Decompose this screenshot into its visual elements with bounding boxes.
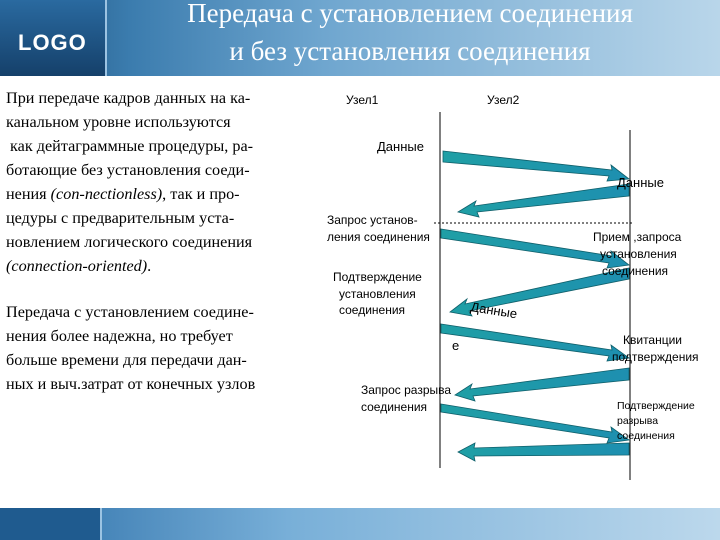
arrow-final bbox=[457, 442, 630, 462]
label-conn-request-2: ления соединения bbox=[327, 230, 430, 244]
paragraph-protocols: При передаче кадров данных на ка- каналь… bbox=[6, 89, 254, 275]
label-stray-char: е bbox=[452, 338, 459, 353]
label-receipt-1: Квитанции bbox=[623, 333, 682, 347]
label-accept-1: Прием ,запроса bbox=[593, 230, 682, 244]
arrow-data-1 bbox=[442, 150, 631, 182]
label-confirm-3: соединения bbox=[339, 303, 405, 317]
label-disc-request-1: Запрос разрыва bbox=[361, 383, 451, 397]
label-accept-3: соединения bbox=[602, 264, 668, 278]
label-disc-confirm-2: разрыва bbox=[617, 415, 658, 427]
page-title: Передача с установлением соединения и бе… bbox=[110, 0, 710, 70]
label-data-3: Данные bbox=[470, 299, 519, 321]
label-disc-confirm-3: соединения bbox=[617, 430, 675, 442]
arrow-receipt bbox=[440, 323, 631, 362]
title-line-1: Передача с установлением соединения bbox=[187, 0, 633, 28]
arrow-conn-request bbox=[456, 183, 630, 218]
label-conn-request-1: Запрос установ- bbox=[327, 213, 418, 227]
label-node1: Узел1 bbox=[346, 93, 379, 107]
label-data-1: Данные bbox=[377, 139, 424, 154]
label-disc-request-2: соединения bbox=[361, 400, 427, 414]
logo-box: LOGO bbox=[0, 0, 107, 76]
label-node2: Узел2 bbox=[487, 93, 520, 107]
label-confirm-2: установления bbox=[339, 287, 416, 301]
label-receipt-2: подтверждения bbox=[612, 350, 699, 364]
header-bar bbox=[0, 0, 720, 76]
arrow-disc-request bbox=[454, 367, 630, 402]
label-disc-confirm-1: Подтверждение bbox=[617, 400, 695, 412]
arrow-conn-confirm bbox=[440, 228, 630, 269]
paragraph-reliability: Передача с установлением соедине- нения … bbox=[6, 303, 256, 393]
label-data-2: Данные bbox=[617, 175, 664, 190]
label-accept-2: установления bbox=[600, 247, 677, 261]
footer-bar bbox=[0, 508, 720, 540]
label-confirm-1: Подтверждение bbox=[333, 270, 422, 284]
arrow-data-2 bbox=[449, 267, 630, 317]
title-line-2: и без установления соединения bbox=[229, 36, 591, 66]
arrow-disc-confirm bbox=[440, 403, 631, 444]
logo: LOGO bbox=[18, 30, 87, 55]
footer-box bbox=[0, 508, 102, 540]
